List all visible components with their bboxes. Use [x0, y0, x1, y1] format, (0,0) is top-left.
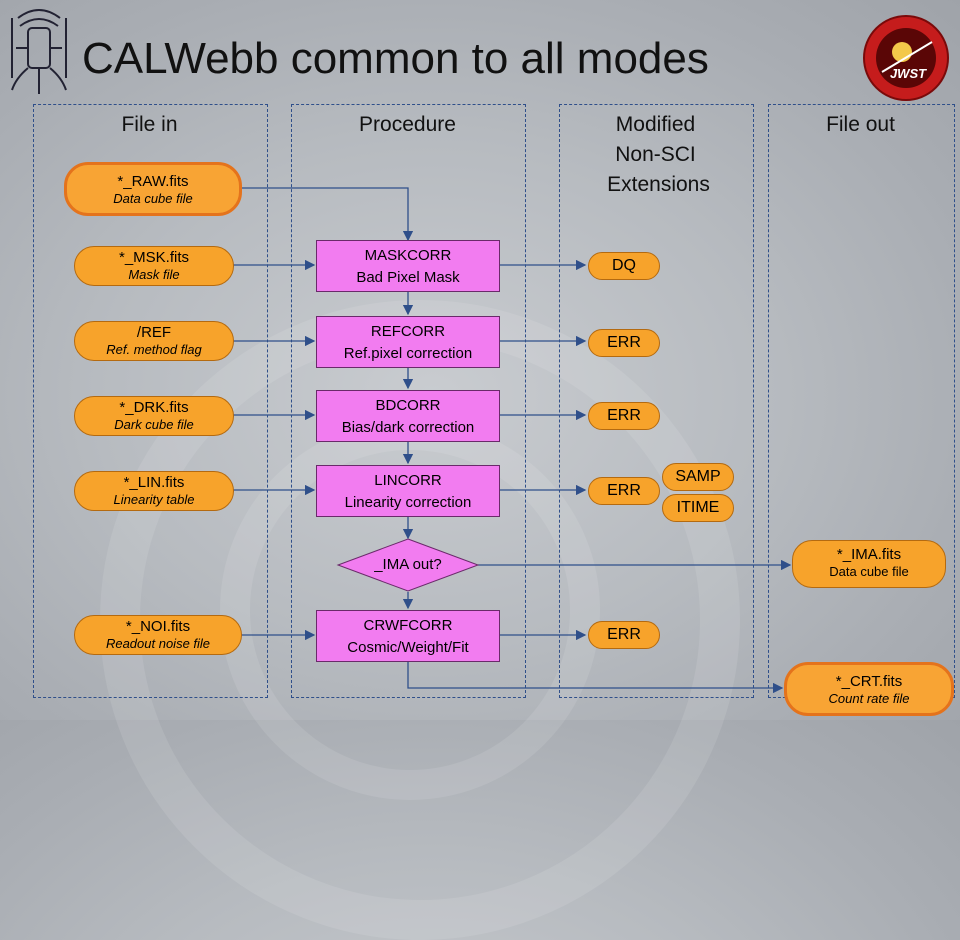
jwst-logo: JWST [862, 14, 950, 102]
step-maskcorr-name: MASKCORR [364, 247, 452, 264]
ext-err-crwfcorr: ERR [588, 621, 660, 649]
step-crwfcorr-name: CRWFCORR [363, 617, 453, 634]
ext-dq: DQ [588, 252, 660, 280]
input-msk-fits: *_MSK.fits Mask file [74, 246, 234, 286]
column-file-in [33, 104, 268, 698]
step-refcorr: REFCORR Ref.pixel correction [316, 316, 500, 368]
step-bdcorr-desc: Bias/dark correction [341, 419, 475, 436]
step-bdcorr-name: BDCORR [375, 397, 441, 414]
input-ref-desc: Ref. method flag [106, 342, 202, 357]
jwst-logo-text: JWST [890, 66, 927, 81]
step-maskcorr: MASKCORR Bad Pixel Mask [316, 240, 500, 292]
column-header-file-in: File in [121, 113, 178, 136]
output-crt-desc: Count rate file [828, 691, 910, 706]
input-raw-fits: *_RAW.fits Data cube file [64, 162, 242, 216]
column-modified [559, 104, 754, 698]
input-lin-fits: *_LIN.fits Linearity table [74, 471, 234, 511]
input-noi-desc: Readout noise file [105, 636, 211, 651]
step-bdcorr: BDCORR Bias/dark correction [316, 390, 500, 442]
input-lin-desc: Linearity table [113, 492, 195, 507]
input-noi-fits: *_NOI.fits Readout noise file [74, 615, 242, 655]
step-maskcorr-desc: Bad Pixel Mask [356, 269, 460, 286]
page-title: CALWebb common to all modes [82, 34, 709, 83]
step-lincorr-desc: Linearity correction [344, 494, 472, 511]
step-refcorr-name: REFCORR [370, 323, 446, 340]
column-procedure [291, 104, 526, 698]
ext-err-bdcorr: ERR [588, 402, 660, 430]
input-msk-name: *_MSK.fits [118, 249, 190, 266]
output-ima-name: *_IMA.fits [836, 546, 902, 563]
ext-itime: ITIME [662, 494, 734, 522]
input-ref-name: /REF [136, 324, 172, 341]
step-refcorr-desc: Ref.pixel correction [343, 345, 473, 362]
column-header-modified-line3: Extensions [607, 173, 710, 196]
step-crwfcorr-desc: Cosmic/Weight/Fit [347, 639, 469, 656]
output-ima-fits: *_IMA.fits Data cube file [792, 540, 946, 588]
ext-err-refcorr: ERR [588, 329, 660, 357]
ext-err-lincorr: ERR [588, 477, 660, 505]
input-lin-name: *_LIN.fits [123, 474, 185, 491]
output-crt-name: *_CRT.fits [835, 673, 903, 690]
connector-lines [232, 187, 792, 694]
step-lincorr-name: LINCORR [374, 472, 442, 489]
hst-logo [8, 8, 70, 96]
step-crwfcorr: CRWFCORR Cosmic/Weight/Fit [316, 610, 500, 662]
input-drk-name: *_DRK.fits [119, 399, 189, 416]
step-lincorr: LINCORR Linearity correction [316, 465, 500, 517]
input-drk-fits: *_DRK.fits Dark cube file [74, 396, 234, 436]
input-msk-desc: Mask file [128, 267, 180, 282]
ext-samp: SAMP [662, 463, 734, 491]
column-header-procedure: Procedure [359, 113, 456, 136]
column-header-modified: Modified Non-SCI Extensions [559, 110, 752, 200]
decision-diamond [336, 538, 480, 592]
input-drk-desc: Dark cube file [114, 417, 194, 432]
column-header-modified-line2: Non-SCI [615, 143, 696, 166]
decision-label: _IMA out? [374, 556, 442, 573]
output-ima-desc: Data cube file [829, 564, 909, 579]
edge-raw-to-maskcorr [240, 187, 414, 242]
input-ref-flag: /REF Ref. method flag [74, 321, 234, 361]
input-noi-name: *_NOI.fits [125, 618, 191, 635]
column-header-file-out: File out [826, 113, 895, 136]
input-raw-desc: Data cube file [113, 191, 193, 206]
column-header-modified-line1: Modified [615, 113, 696, 136]
output-crt-fits: *_CRT.fits Count rate file [784, 662, 954, 716]
input-raw-name: *_RAW.fits [117, 173, 189, 190]
edge-crwfcorr-to-crt [407, 662, 784, 694]
